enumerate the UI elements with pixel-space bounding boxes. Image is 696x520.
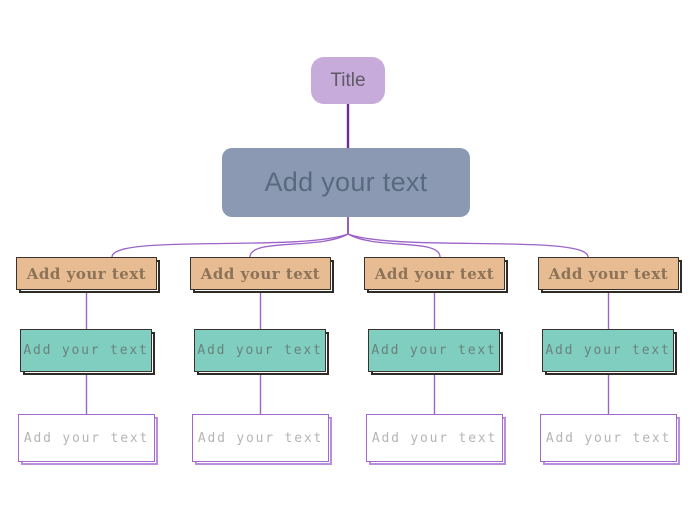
fan-curve-4 [347, 233, 589, 258]
node-main[interactable]: Add your text [222, 148, 470, 217]
node-sub-3[interactable]: Add your text [368, 329, 500, 372]
node-title[interactable]: Title [311, 57, 385, 104]
node-branch-4[interactable]: Add your text [538, 257, 679, 290]
node-leaf-3[interactable]: Add your text [366, 414, 503, 462]
node-branch-2[interactable]: Add your text [190, 257, 331, 290]
fan-curve-1 [111, 233, 349, 258]
node-leaf-4[interactable]: Add your text [540, 414, 677, 462]
node-sub-2[interactable]: Add your text [194, 329, 326, 372]
fan-curve-3 [347, 233, 441, 258]
node-branch-3[interactable]: Add your text [364, 257, 505, 290]
fan-curve-2 [249, 233, 349, 258]
node-sub-1[interactable]: Add your text [20, 329, 152, 372]
node-sub-4[interactable]: Add your text [542, 329, 674, 372]
node-leaf-2[interactable]: Add your text [192, 414, 329, 462]
node-leaf-1[interactable]: Add your text [18, 414, 155, 462]
node-branch-1[interactable]: Add your text [16, 257, 157, 290]
